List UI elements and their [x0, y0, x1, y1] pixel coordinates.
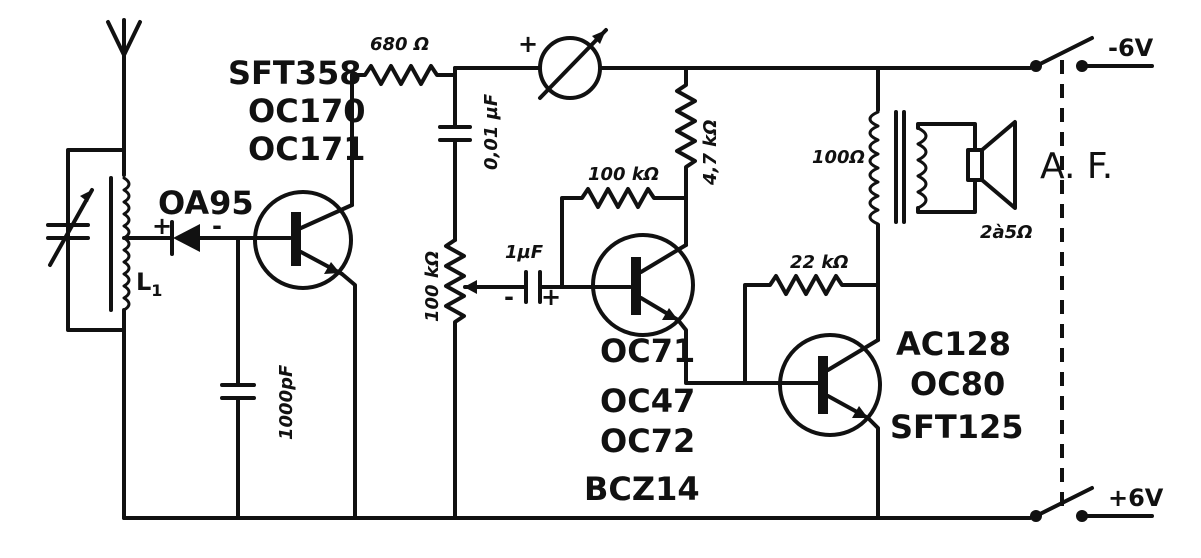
resistor-100k-feedback-icon: [560, 187, 688, 289]
output-transformer-icon: [868, 66, 977, 228]
c1u-plus: +: [541, 283, 561, 311]
coil-label: L1: [136, 268, 162, 300]
t1-type-2: OC170: [248, 92, 365, 130]
r100k-feedback-label: 100 kΩ: [588, 164, 659, 185]
meter-plus: +: [518, 30, 538, 58]
antenna-icon: [106, 18, 142, 152]
capacitor-1uf-icon: [508, 270, 597, 304]
resistor-22k-icon: [743, 274, 880, 385]
diode-label: OA95: [158, 184, 254, 222]
pot-100k-label: 100 kΩ: [422, 251, 443, 322]
speaker-impedance-label: 2à5Ω: [980, 222, 1033, 243]
tuning-coil: [109, 148, 131, 520]
variable-capacitor-icon: [46, 148, 126, 332]
c1u-minus: -: [504, 283, 514, 311]
c001-label: 0,01 µF: [481, 93, 502, 170]
t2-type-3: OC72: [600, 422, 695, 460]
t3-type-2: OC80: [910, 365, 1005, 403]
resistor-680-icon: [350, 64, 457, 86]
power-switch-top-icon: [1030, 36, 1154, 72]
t2-type-2: OC47: [600, 382, 695, 420]
supply-pos-label: +6V: [1108, 484, 1164, 512]
xfmr-primary-label: 100Ω: [812, 147, 865, 168]
transistor-t1-icon: [236, 73, 357, 520]
t2-type-1: OC71: [600, 332, 695, 370]
t2-type-4: BCZ14: [584, 470, 700, 508]
t3-type-3: SFT125: [890, 408, 1024, 446]
r47k-label: 4,7 kΩ: [700, 120, 721, 186]
meter-icon: [538, 28, 608, 100]
c1000p-label: 1000pF: [276, 364, 297, 440]
speaker-icon: [966, 120, 1017, 210]
t3-type-1: AC128: [896, 325, 1011, 363]
resistor-4k7-icon: [675, 66, 697, 202]
capacitor-1000pf-icon: [220, 236, 256, 520]
potentiometer-100k-icon: [444, 238, 512, 520]
t1-type-3: OC171: [248, 130, 365, 168]
c1u-label: 1µF: [505, 242, 544, 263]
r680-label: 680 Ω: [370, 34, 429, 55]
t1-type-1: SFT358: [228, 54, 362, 92]
transistor-t3-icon: [743, 223, 882, 520]
power-switch-bottom-icon: [1030, 486, 1154, 522]
r22k-label: 22 kΩ: [790, 252, 849, 273]
transistor-t2-icon: [591, 196, 747, 385]
supply-neg-label: -6V: [1108, 34, 1154, 62]
diode-icon: [170, 220, 240, 256]
diode-minus: -: [212, 212, 222, 240]
diode-plus: +: [152, 212, 172, 240]
af-label: A. F.: [1040, 146, 1113, 187]
capacitor-001uf-icon: [438, 66, 472, 242]
